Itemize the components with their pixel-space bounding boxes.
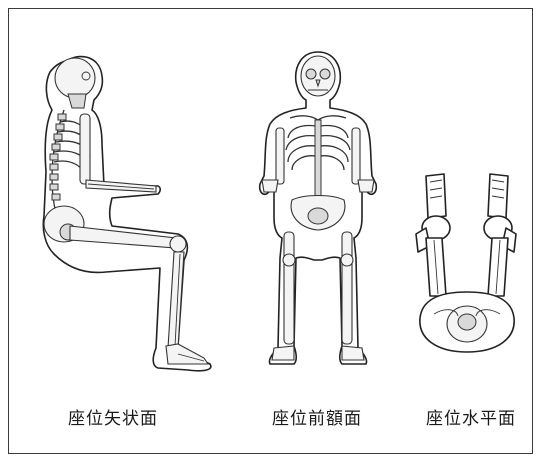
horizontal-skeleton-figure: [412, 168, 530, 358]
caption-horizontal: 座位水平面: [406, 404, 536, 429]
sagittal-skeleton-figure: [28, 48, 228, 378]
frontal-skeleton-figure: [250, 48, 386, 378]
caption-sagittal: 座位矢状面: [48, 404, 178, 429]
caption-frontal: 座位前額面: [252, 404, 382, 429]
